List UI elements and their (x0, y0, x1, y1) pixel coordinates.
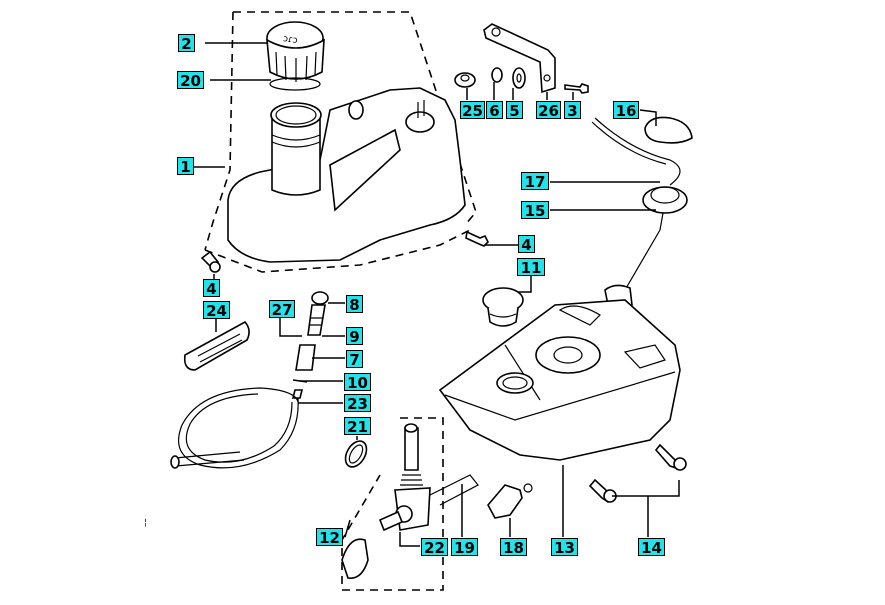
callout-6[interactable]: 6 (486, 101, 503, 120)
callout-13[interactable]: 13 (551, 538, 578, 557)
fuel-tap-boundary (341, 417, 444, 591)
callout-25[interactable]: 25 (460, 101, 485, 120)
callout-2[interactable]: 2 (178, 34, 195, 53)
callout-24[interactable]: 24 (203, 301, 230, 320)
callout-10[interactable]: 10 (344, 373, 371, 392)
callout-14[interactable]: 14 (638, 538, 665, 557)
callout-19[interactable]: 19 (451, 538, 478, 557)
oil-tank-cap-drawing: ɔɾɔ (266, 21, 325, 82)
callout-22[interactable]: 22 (421, 538, 448, 557)
callout-1[interactable]: 1 (177, 157, 194, 176)
svg-text:ɔɾɔ: ɔɾɔ (282, 34, 298, 46)
callout-23[interactable]: 23 (344, 394, 371, 413)
retaining-ring-drawing (644, 116, 693, 144)
nut-drawing (491, 67, 503, 83)
filter-drawing (487, 484, 523, 519)
fuel-tank-cap-drawing (482, 287, 524, 327)
washer-drawing (512, 67, 526, 89)
callout-17[interactable]: 17 (521, 172, 549, 191)
fitting-chain-drawing (291, 291, 329, 399)
sender-drawing (642, 186, 688, 214)
bolt-drawing (564, 83, 589, 94)
grommet-drawing (454, 72, 476, 88)
callout-12[interactable]: 12 (316, 528, 343, 547)
callout-4-left[interactable]: 4 (203, 279, 220, 298)
callout-26[interactable]: 26 (536, 101, 561, 120)
callout-11[interactable]: 11 (517, 258, 545, 277)
screw-right-drawing (465, 230, 489, 247)
fuel-tank-drawing (438, 299, 681, 461)
callout-18[interactable]: 18 (500, 538, 527, 557)
callout-5[interactable]: 5 (506, 101, 523, 120)
callout-27[interactable]: 27 (269, 300, 295, 319)
callout-20[interactable]: 20 (177, 71, 204, 90)
fuel-tap-drawing (341, 423, 479, 579)
oil-tank-drawing (227, 87, 466, 263)
callout-21[interactable]: 21 (344, 417, 371, 436)
callout-15[interactable]: 15 (521, 201, 549, 220)
bracket-drawing (483, 23, 556, 94)
stray-mark: ¦ (144, 518, 147, 528)
fuel-hose-drawing (178, 387, 299, 469)
callout-3[interactable]: 3 (564, 101, 581, 120)
cap-gasket-drawing (269, 77, 321, 91)
o-ring-drawing (344, 440, 368, 468)
callout-4-right[interactable]: 4 (518, 235, 535, 254)
callout-7[interactable]: 7 (346, 350, 363, 369)
leader-lines (193, 42, 680, 547)
callout-9[interactable]: 9 (346, 327, 363, 346)
callout-8[interactable]: 8 (346, 295, 363, 314)
callout-16[interactable]: 16 (613, 101, 639, 120)
